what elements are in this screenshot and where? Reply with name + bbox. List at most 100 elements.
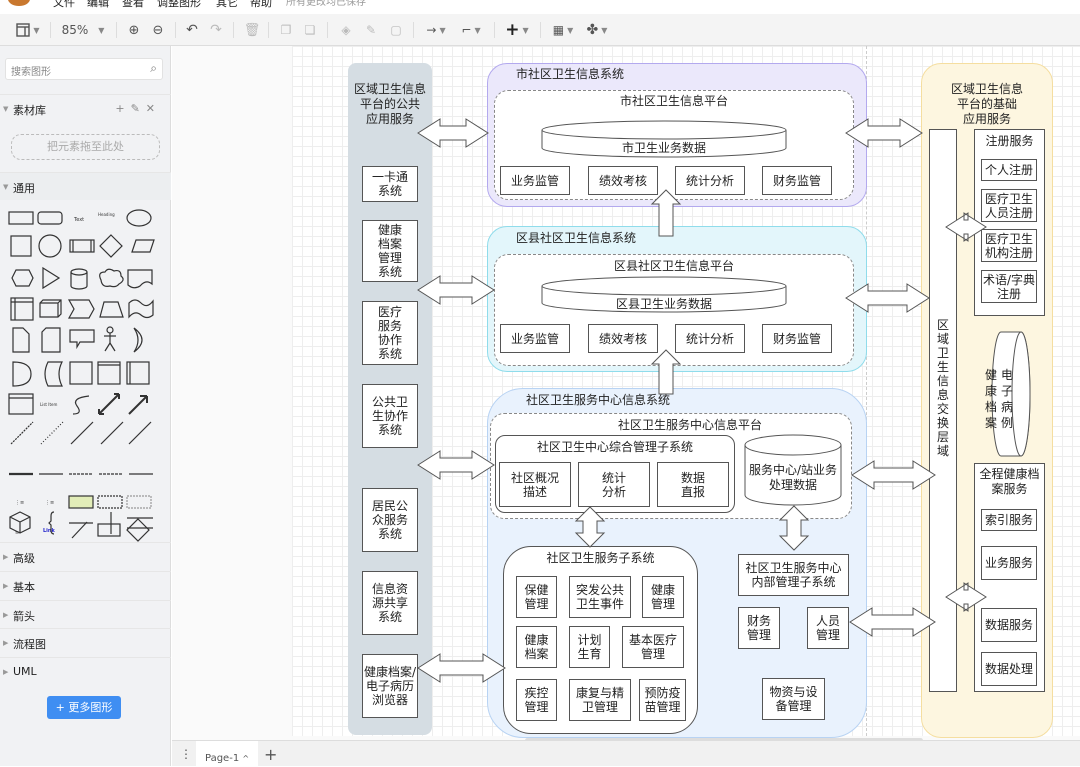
section-label: 基本 — [13, 581, 35, 594]
section-uml[interactable]: ▶UML — [0, 657, 171, 685]
more-shapes-toolbar-button[interactable]: ✤▼ — [582, 20, 612, 40]
library-section-header[interactable]: ▼素材库+✎✕ — [0, 94, 171, 122]
menu-view[interactable]: 查看 — [122, 0, 144, 9]
app-logo[interactable] — [8, 0, 30, 6]
city-system-title: 市社区卫生信息系统 — [516, 67, 625, 81]
shape-palette-row-last[interactable] — [3, 506, 168, 542]
shape-palette[interactable]: Text Heading — [3, 204, 168, 544]
internal-module-finance[interactable]: 财务 管理 — [738, 607, 780, 649]
reg-terminology[interactable]: 术语/字典 注册 — [981, 270, 1037, 303]
to-front-button[interactable]: ❐ — [277, 20, 295, 40]
county-module-performance[interactable]: 绩效考核 — [588, 324, 658, 353]
close-icon[interactable]: ✕ — [145, 102, 161, 115]
add-icon[interactable]: + — [115, 102, 131, 115]
shadow-button[interactable]: ▢ — [387, 20, 405, 40]
medical-collab-box[interactable]: 医疗 服务 协作 系统 — [362, 301, 418, 365]
service-module-health-records[interactable]: 健康 档案 — [516, 626, 557, 668]
shape-sidebar: 搜索图形⌕ ▼素材库+✎✕ 把元素拖至此处 ▼通用 Text Heading — [0, 46, 171, 766]
insert-button[interactable]: +▼ — [502, 20, 532, 40]
service-module-basic-medical[interactable]: 基本医疗 管理 — [622, 626, 684, 668]
library-drop-zone[interactable]: 把元素拖至此处 — [11, 134, 160, 160]
section-arrows[interactable]: ▶箭头 — [0, 600, 171, 628]
city-module-statistics[interactable]: 统计分析 — [675, 166, 745, 195]
county-module-supervision[interactable]: 业务监管 — [500, 324, 570, 353]
chevron-down-icon: ▼ — [567, 25, 574, 35]
mgmt-module-overview[interactable]: 社区概况 描述 — [499, 462, 571, 507]
shape-ellipse — [126, 209, 152, 227]
lifecycle-data-service[interactable]: 数据服务 — [981, 608, 1037, 642]
mgmt-module-statistics[interactable]: 统计 分析 — [578, 462, 650, 507]
shape-search-input[interactable]: 搜索图形⌕ — [5, 58, 163, 80]
menu-extras[interactable]: 其它 — [216, 0, 238, 9]
internal-module-assets[interactable]: 物资与设 备管理 — [762, 678, 825, 720]
menu-arrange[interactable]: 调整图形 — [157, 0, 201, 9]
more-shapes-button[interactable]: + 更多图形 — [47, 696, 121, 719]
edit-icon[interactable]: ✎ — [130, 102, 146, 115]
shape-hexagon — [11, 269, 34, 287]
waypoints-button[interactable]: ⌐▼ — [456, 20, 486, 40]
lifecycle-business[interactable]: 业务服务 — [981, 546, 1037, 580]
menu-help[interactable]: 帮助 — [250, 0, 272, 9]
redo-button[interactable]: ↷ — [207, 20, 225, 40]
service-module-disease-control[interactable]: 疾控 管理 — [516, 679, 557, 721]
service-module-rehab[interactable]: 康复与精 卫管理 — [569, 679, 631, 721]
shape-table-dashed — [97, 495, 123, 509]
add-page-button[interactable]: + — [264, 745, 278, 764]
section-basic[interactable]: ▶基本 — [0, 571, 171, 599]
library-title: 素材库 — [13, 104, 46, 117]
section-advanced[interactable]: ▶高级 — [0, 542, 171, 570]
fill-color-button[interactable]: ◈ — [337, 20, 355, 40]
menu-edit[interactable]: 编辑 — [87, 0, 109, 9]
city-module-performance[interactable]: 绩效考核 — [588, 166, 658, 195]
line-color-button[interactable]: ✎ — [362, 20, 380, 40]
caret-up-icon[interactable]: ^ — [242, 754, 250, 763]
reg-medical-staff[interactable]: 医疗卫生 人员注册 — [981, 189, 1037, 222]
city-module-supervision[interactable]: 业务监管 — [500, 166, 570, 195]
reg-personal[interactable]: 个人注册 — [981, 159, 1037, 181]
reg-institution[interactable]: 医疗卫生 机构注册 — [981, 229, 1037, 262]
county-module-statistics[interactable]: 统计分析 — [675, 324, 745, 353]
service-module-health-mgmt[interactable]: 健康 管理 — [642, 576, 684, 618]
resident-services-box[interactable]: 居民公 众服务 系统 — [362, 488, 418, 552]
internal-subsystem-box[interactable]: 社区卫生服务中心 内部管理子系统 — [738, 554, 849, 596]
service-module-family-planning[interactable]: 计划 生育 — [569, 626, 610, 668]
general-section-header[interactable]: ▼通用 — [0, 172, 171, 200]
table-button[interactable]: ▦▼ — [548, 20, 578, 40]
health-record-mgmt-box[interactable]: 健康 档案 管理 系统 — [362, 220, 418, 282]
zoom-level: 85% — [61, 23, 89, 37]
mgmt-module-direct-report[interactable]: 数据 直报 — [657, 462, 729, 507]
toolbar-divider — [268, 22, 269, 38]
card-system-box[interactable]: 一卡通 系统 — [362, 166, 418, 202]
shape-rectangle — [8, 211, 34, 225]
pencil-icon: ✎ — [365, 23, 377, 37]
shape-square — [10, 235, 32, 257]
lifecycle-data-processing[interactable]: 数据处理 — [981, 652, 1037, 686]
undo-icon: ↶ — [186, 22, 198, 38]
internal-module-personnel[interactable]: 人员 管理 — [807, 607, 849, 649]
ehr-browser-box[interactable]: 健康档案/ 电子病历 浏览器 — [362, 654, 418, 718]
zoom-select[interactable]: 85%▼ — [58, 20, 108, 40]
service-module-vaccine[interactable]: 预防疫 苗管理 — [639, 679, 686, 721]
page-tab[interactable]: Page-1 ^ — [196, 741, 258, 767]
service-module-emergency[interactable]: 突发公共 卫生事件 — [569, 576, 631, 618]
service-module-healthcare[interactable]: 保健 管理 — [516, 576, 557, 618]
city-module-finance[interactable]: 财务监管 — [762, 166, 832, 195]
info-sharing-box[interactable]: 信息资 源共享 系统 — [362, 571, 418, 635]
connection-style-button[interactable]: →▼ — [421, 20, 451, 40]
menu-file[interactable]: 文件 — [53, 0, 75, 9]
panel-layout-button[interactable]: ▼ — [12, 20, 44, 40]
undo-button[interactable]: ↶ — [183, 20, 201, 40]
county-system-title: 区县社区卫生信息系统 — [516, 231, 637, 245]
section-flowchart[interactable]: ▶流程图 — [0, 628, 171, 656]
delete-button[interactable]: 🗑 — [243, 20, 261, 40]
to-back-button[interactable]: ❏ — [301, 20, 319, 40]
zoom-in-button[interactable]: ⊕ — [125, 20, 143, 40]
search-icon[interactable]: ⌕ — [150, 61, 157, 75]
public-health-collab-box[interactable]: 公共卫 生协作 系统 — [362, 384, 418, 448]
zoom-out-button[interactable]: ⊖ — [149, 20, 167, 40]
lifecycle-index[interactable]: 索引服务 — [981, 509, 1037, 531]
pages-menu-icon[interactable]: ⋮ — [180, 747, 192, 761]
menu-bar: 文件 编辑 查看 调整图形 其它 帮助 所有更改均已保存 — [0, 0, 1080, 14]
county-module-finance[interactable]: 财务监管 — [762, 324, 832, 353]
trash-icon: 🗑 — [243, 22, 261, 38]
